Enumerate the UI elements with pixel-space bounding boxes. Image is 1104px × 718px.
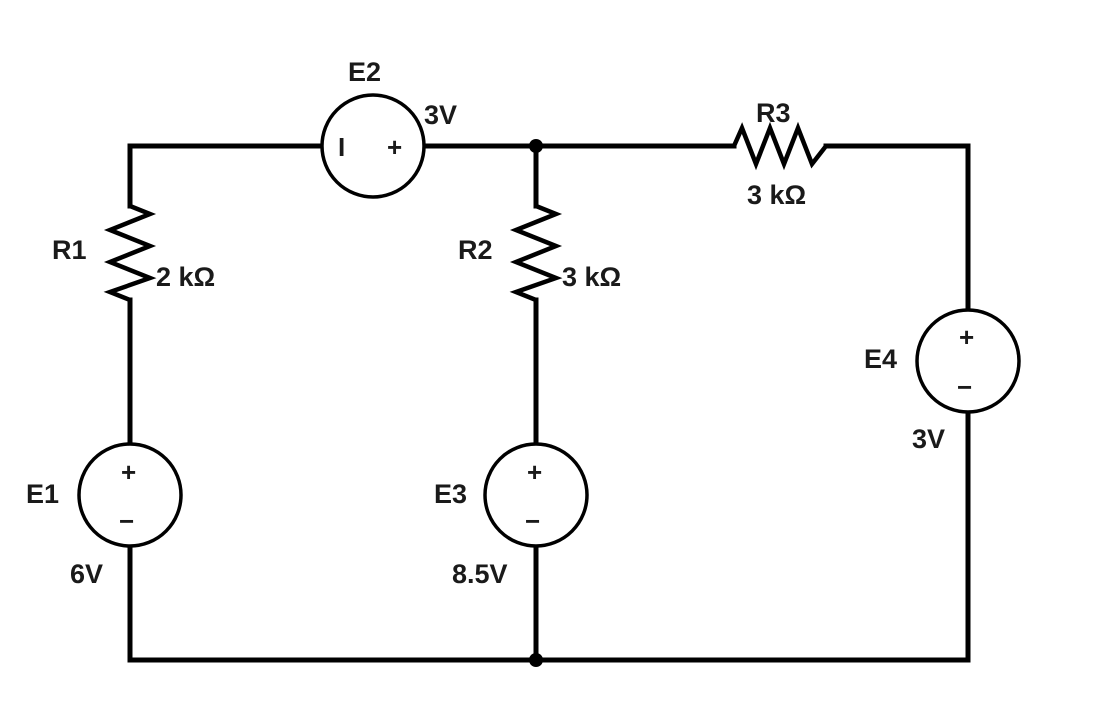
resistor-r3-symbol [731, 121, 828, 171]
voltage-source-e2-left-sign: I [338, 132, 345, 162]
voltage-source-e4-label: E4 [864, 344, 897, 374]
resistor-r3-value: 3 kΩ [747, 180, 806, 210]
voltage-source-e1-value: 6V [70, 559, 103, 589]
voltage-source-e4: + − E4 3V [864, 308, 1021, 454]
voltage-source-e3-minus-sign: − [525, 506, 540, 536]
junction-node-bottom [529, 653, 543, 667]
resistor-r2-symbol [509, 203, 563, 303]
resistor-r3: R3 3 kΩ [731, 98, 828, 210]
voltage-source-e4-minus-sign: − [957, 372, 972, 402]
voltage-source-e1-label: E1 [26, 479, 59, 509]
resistor-r1-label: R1 [52, 235, 87, 265]
voltage-source-e1: + − E1 6V [26, 442, 183, 589]
voltage-source-e3: + − E3 8.5V [434, 442, 589, 589]
resistor-r2: R2 3 kΩ [458, 203, 621, 303]
voltage-source-e3-label: E3 [434, 479, 467, 509]
voltage-source-e4-plus-sign: + [959, 322, 974, 352]
resistor-r2-label: R2 [458, 235, 493, 265]
voltage-source-e1-symbol [77, 442, 183, 548]
resistor-r1-symbol [103, 203, 157, 303]
voltage-source-e2-label: E2 [348, 57, 381, 87]
junction-node-top [529, 139, 543, 153]
voltage-source-e2-plus-sign: + [387, 132, 402, 162]
voltage-source-e4-value: 3V [912, 424, 945, 454]
voltage-source-e2: I + E2 3V [320, 57, 457, 199]
resistor-r1: R1 2 kΩ [52, 203, 215, 303]
voltage-source-e3-plus-sign: + [527, 457, 542, 487]
voltage-source-e3-symbol [483, 442, 589, 548]
voltage-source-e3-value: 8.5V [452, 559, 508, 589]
wires [127, 143, 971, 663]
voltage-source-e2-symbol [320, 93, 426, 199]
voltage-source-e1-plus-sign: + [121, 457, 136, 487]
voltage-source-e2-value: 3V [424, 100, 457, 130]
resistor-r1-value: 2 kΩ [156, 262, 215, 292]
voltage-source-e4-symbol [915, 308, 1021, 414]
resistor-r3-label: R3 [756, 98, 791, 128]
resistor-r2-value: 3 kΩ [562, 262, 621, 292]
voltage-source-e1-minus-sign: − [119, 506, 134, 536]
